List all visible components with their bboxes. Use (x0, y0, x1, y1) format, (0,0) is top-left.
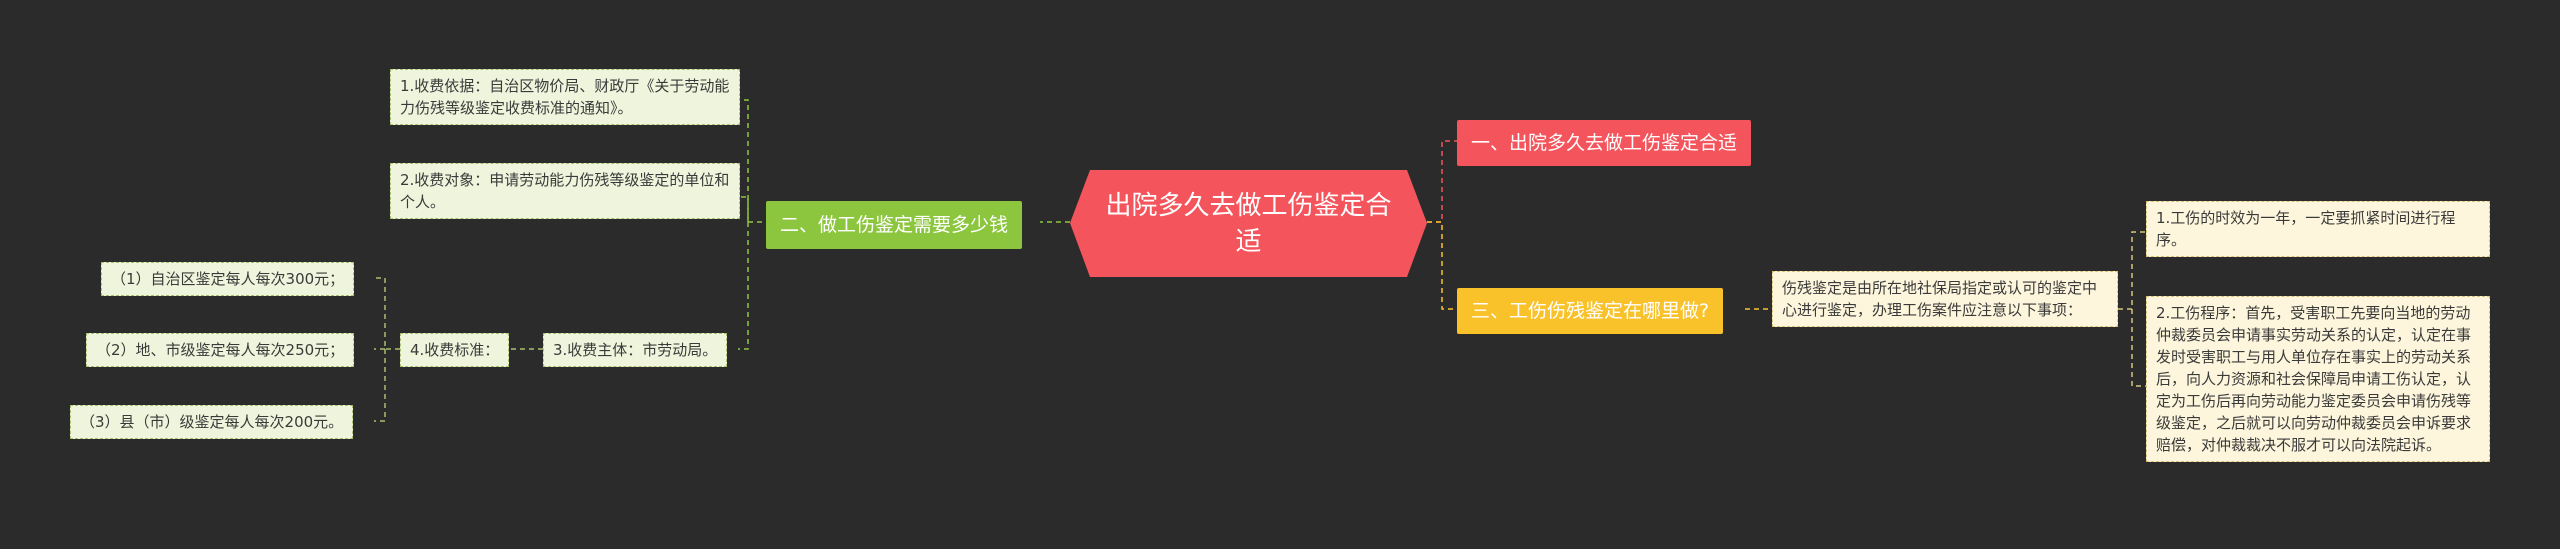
leaf-fee-basis-label: 1.收费依据：自治区物价局、财政厅《关于劳动能力伤残等级鉴定收费标准的通知》。 (400, 77, 730, 117)
leaf-fee-subject-label: 3.收费主体：市劳动局。 (553, 341, 718, 359)
leaf-where-text[interactable]: 伤残鉴定是由所在地社保局指定或认可的鉴定中心进行鉴定，办理工伤案件应注意以下事项… (1772, 271, 2118, 327)
branch-where-label: 三、工伤伤残鉴定在哪里做? (1471, 300, 1710, 322)
branch-fee-cost[interactable]: 二、做工伤鉴定需要多少钱 (766, 201, 1023, 249)
leaf-fee-subject[interactable]: 3.收费主体：市劳动局。 (543, 333, 728, 367)
leaf-standard-city[interactable]: （2）地、市级鉴定每人每次250元； (86, 333, 355, 367)
branch-fee-cost-label: 二、做工伤鉴定需要多少钱 (780, 214, 1009, 236)
root-topic-label: 出院多久去做工伤鉴定合适 (1105, 190, 1392, 257)
leaf-fee-target-label: 2.收费对象：申请劳动能力伤残等级鉴定的单位和个人。 (400, 171, 730, 211)
leaf-point-procedure-label: 2.工伤程序：首先，受害职工先要向当地的劳动仲裁委员会申请事实劳动关系的认定，认… (2156, 304, 2472, 454)
leaf-standard-county-label: （3）县（市）级鉴定每人每次200元。 (80, 413, 344, 431)
leaf-point-procedure[interactable]: 2.工伤程序：首先，受害职工先要向当地的劳动仲裁委员会申请事实劳动关系的认定，认… (2146, 296, 2490, 462)
leaf-fee-target[interactable]: 2.收费对象：申请劳动能力伤残等级鉴定的单位和个人。 (390, 163, 740, 219)
leaf-fee-standard-label: 4.收费标准： (410, 341, 500, 359)
leaf-fee-standard[interactable]: 4.收费标准： (400, 333, 510, 367)
branch-where[interactable]: 三、工伤伤残鉴定在哪里做? (1457, 288, 1724, 334)
leaf-point-time-limit-label: 1.工伤的时效为一年，一定要抓紧时间进行程序。 (2156, 209, 2456, 249)
leaf-point-time-limit[interactable]: 1.工伤的时效为一年，一定要抓紧时间进行程序。 (2146, 201, 2490, 257)
leaf-standard-county[interactable]: （3）县（市）级鉴定每人每次200元。 (70, 405, 354, 439)
root-topic[interactable]: 出院多久去做工伤鉴定合适 (1070, 170, 1427, 277)
branch-timing-label: 一、出院多久去做工伤鉴定合适 (1471, 132, 1738, 154)
leaf-where-text-label: 伤残鉴定是由所在地社保局指定或认可的鉴定中心进行鉴定，办理工伤案件应注意以下事项… (1782, 279, 2098, 319)
leaf-standard-region[interactable]: （1）自治区鉴定每人每次300元； (101, 262, 355, 296)
leaf-fee-basis[interactable]: 1.收费依据：自治区物价局、财政厅《关于劳动能力伤残等级鉴定收费标准的通知》。 (390, 69, 740, 125)
leaf-standard-city-label: （2）地、市级鉴定每人每次250元； (96, 341, 345, 359)
branch-timing[interactable]: 一、出院多久去做工伤鉴定合适 (1457, 120, 1752, 166)
leaf-standard-region-label: （1）自治区鉴定每人每次300元； (111, 270, 345, 288)
